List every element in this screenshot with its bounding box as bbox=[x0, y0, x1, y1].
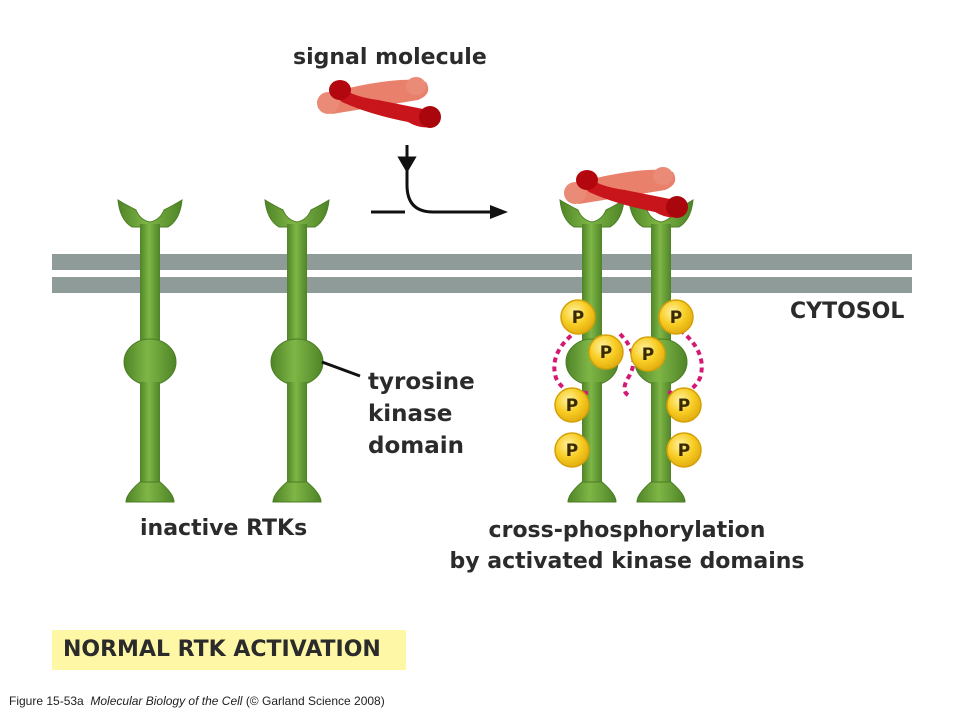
phosphate-icon: P bbox=[658, 299, 694, 335]
cross-phosphorylation-label: cross-phosphorylation by activated kinas… bbox=[448, 515, 806, 577]
cross-label-line: by activated kinase domains bbox=[449, 549, 805, 574]
svg-text:P: P bbox=[670, 308, 682, 328]
tk-label-line: domain bbox=[368, 433, 465, 459]
bound-signal-molecule bbox=[564, 167, 688, 218]
caption-prefix: Figure 15-53a bbox=[9, 694, 84, 708]
free-signal-molecule bbox=[317, 77, 441, 128]
plasma-membrane bbox=[52, 254, 912, 293]
cytosol-label: CYTOSOL bbox=[790, 299, 905, 324]
phosphate-icon: P bbox=[554, 387, 590, 423]
figure-caption: Figure 15-53a Molecular Biology of the C… bbox=[9, 694, 385, 708]
inactive-receptor-left bbox=[117, 199, 183, 503]
inactive-receptor-right bbox=[264, 199, 330, 503]
svg-text:P: P bbox=[600, 343, 612, 363]
phosphate-icon: P bbox=[588, 334, 624, 370]
signal-molecule-label: signal molecule bbox=[293, 45, 487, 70]
activation-arrow bbox=[371, 145, 508, 219]
caption-suffix: (© Garland Science 2008) bbox=[245, 694, 385, 708]
svg-text:P: P bbox=[572, 308, 584, 328]
phosphate-icon: P bbox=[666, 432, 702, 468]
phosphate-icon: P bbox=[666, 387, 702, 423]
kinase-domain-pointer bbox=[321, 360, 361, 378]
svg-text:P: P bbox=[642, 345, 654, 365]
tk-label-line: kinase bbox=[368, 401, 453, 427]
phosphate-icon: P bbox=[560, 299, 596, 335]
svg-text:P: P bbox=[678, 441, 690, 461]
tk-label-line: tyrosine bbox=[368, 369, 475, 395]
svg-text:P: P bbox=[566, 441, 578, 461]
caption-book: Molecular Biology of the Cell bbox=[90, 694, 243, 708]
phosphate-icon: P bbox=[554, 432, 590, 468]
svg-text:P: P bbox=[678, 396, 690, 416]
phosphate-icon: P bbox=[630, 336, 666, 372]
svg-text:P: P bbox=[566, 396, 578, 416]
phosphate-groups: P P P P P P P P bbox=[554, 299, 702, 468]
figure-title-box: NORMAL RTK ACTIVATION bbox=[52, 630, 406, 670]
cross-label-line: cross-phosphorylation bbox=[488, 518, 766, 543]
inactive-rtks-label: inactive RTKs bbox=[140, 516, 308, 541]
figure-title: NORMAL RTK ACTIVATION bbox=[63, 637, 381, 662]
tyrosine-kinase-domain-label: tyrosine kinase domain bbox=[368, 366, 475, 462]
